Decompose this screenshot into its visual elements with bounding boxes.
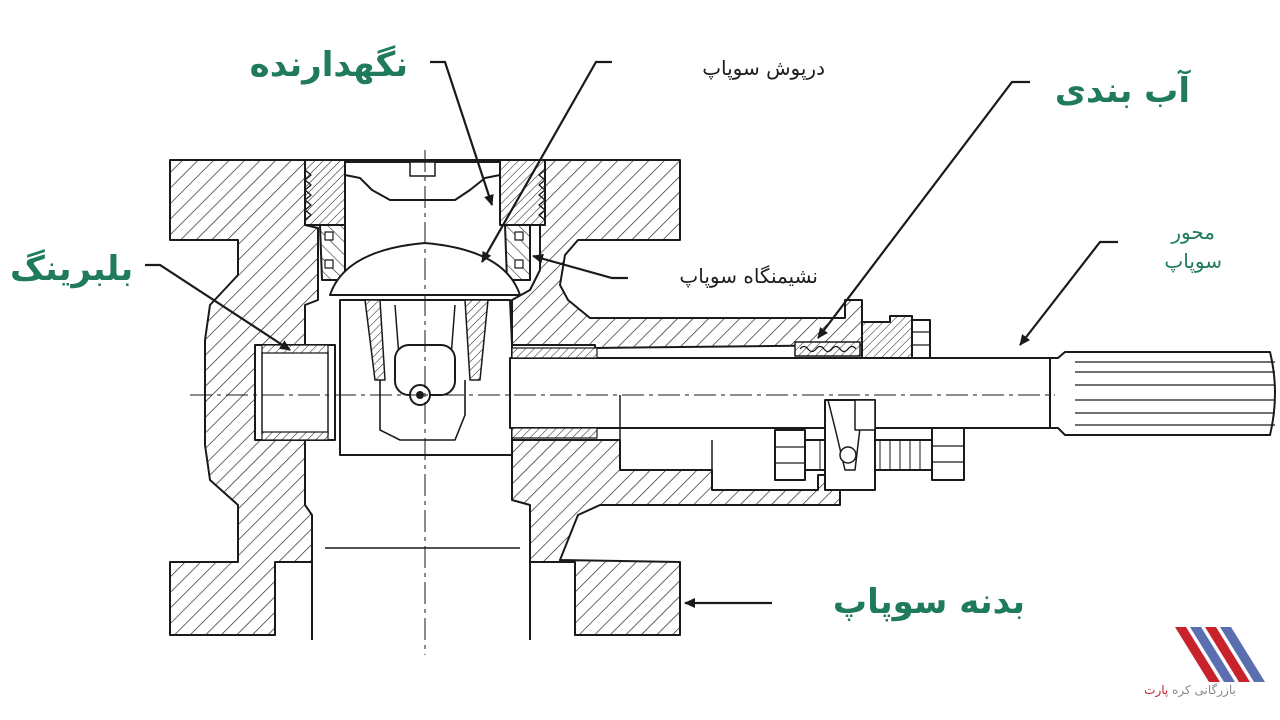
- oring-right-1: [514, 231, 524, 241]
- left-bushing-inner: [261, 351, 329, 435]
- label-valve-stem-line2: سوپاپ: [1164, 249, 1222, 273]
- company-logo-mark: [1175, 627, 1265, 682]
- left-thread-teeth: [304, 169, 312, 221]
- leader-retainer: [430, 60, 494, 206]
- logo-text-accent: پارت: [1144, 683, 1169, 697]
- body-right-wall: [511, 159, 863, 349]
- valve-stem-shaft: [509, 357, 1051, 429]
- logo-text-main: بازرگانی کره: [1172, 683, 1236, 697]
- retainer-ring-right: [504, 224, 531, 281]
- label-valve-body: بدنه سوپاپ: [832, 582, 1025, 622]
- valve-cap: [344, 161, 501, 201]
- label-bearing: بلبرینگ: [10, 249, 134, 289]
- label-valve-stem: محور سوپاپ: [1164, 218, 1222, 276]
- stud-nut-left: [774, 429, 806, 481]
- leader-sealing: [817, 80, 1030, 339]
- gland-flange-top: [861, 315, 913, 359]
- stud-nut-right: [931, 427, 965, 481]
- lever-arm: [379, 380, 466, 441]
- gland-pin: [839, 446, 857, 464]
- leader-valve-cap: [481, 60, 612, 263]
- right-bearing-top: [511, 347, 598, 359]
- label-valve-cap: درپوش سوپاپ: [702, 56, 825, 80]
- leader-valve-seat: [532, 253, 628, 280]
- gland-lug: [854, 399, 876, 431]
- packing-seal: [794, 341, 861, 357]
- gland-nut-top: [911, 319, 931, 359]
- splined-end: [1049, 351, 1276, 436]
- leader-bearing: [145, 263, 291, 351]
- oring-left-1: [324, 231, 334, 241]
- left-thread-block: [304, 159, 346, 226]
- centerlines: [190, 150, 1055, 655]
- label-sealing: آب بندی: [1054, 71, 1190, 111]
- cap-slot: [409, 161, 436, 177]
- label-valve-seat: نشیمنگاه سوپاپ: [679, 264, 818, 288]
- body-left-wall: [169, 159, 319, 636]
- right-bearing-bottom: [511, 427, 598, 439]
- left-bearing-bottom: [261, 431, 329, 441]
- label-valve-stem-line1: محور: [1171, 220, 1216, 244]
- right-thread-teeth: [538, 169, 546, 221]
- company-logo-text: بازرگانی کره پارت: [1130, 683, 1250, 697]
- spline-grooves: [1075, 361, 1275, 426]
- label-retainer: نگهدارنده: [249, 45, 408, 85]
- oring-right-2: [514, 259, 524, 269]
- guide-ribs: [364, 299, 489, 381]
- oring-left-2: [324, 259, 334, 269]
- packing-waves: [799, 345, 857, 353]
- leader-valve-stem: [1019, 240, 1118, 346]
- left-bearing-top: [261, 344, 329, 354]
- body-right-lower-wall: [511, 439, 841, 636]
